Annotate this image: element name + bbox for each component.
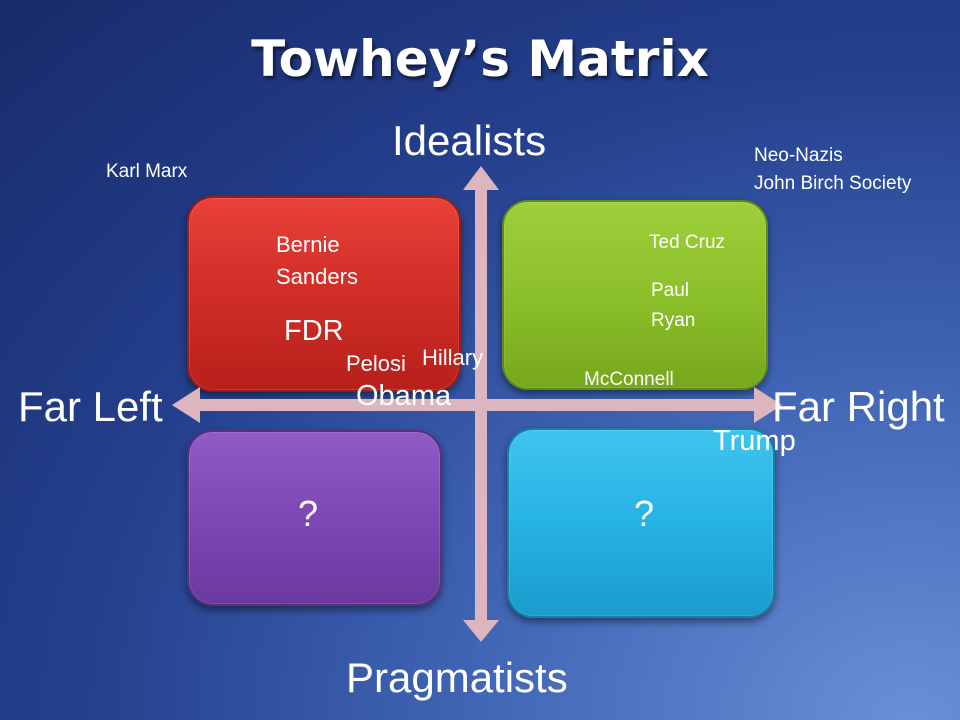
page-title: Towhey’s Matrix (251, 30, 709, 88)
label-bernie: Bernie (276, 232, 340, 257)
right-arrowhead (754, 387, 782, 423)
label-fdr: FDR (284, 315, 344, 347)
vertical-axis (475, 186, 487, 624)
label-mcconnell: McConnell (584, 369, 674, 390)
quadrant-top-left (187, 196, 461, 392)
axis-label-left: Far Left (18, 383, 163, 430)
label-hillary: Hillary (422, 345, 484, 370)
top-arrowhead (463, 166, 499, 190)
axis-label-right: Far Right (772, 383, 945, 430)
label-neo-nazis: Neo-Nazis (754, 145, 843, 166)
label-pelosi: Pelosi (346, 351, 406, 376)
quadrant-bottom-right (507, 428, 775, 618)
axis-label-bottom: Pragmatists (346, 654, 568, 701)
label-john-birch-society: John Birch Society (754, 173, 912, 194)
question-mark-bottom-left: ? (297, 493, 319, 534)
label-sanders: Sanders (276, 264, 358, 289)
label-karl-marx: Karl Marx (106, 161, 188, 182)
label-paul: Paul (651, 280, 690, 301)
label-obama: Obama (356, 380, 452, 412)
left-arrowhead (172, 387, 200, 423)
quadrant-bottom-left (187, 430, 442, 606)
label-ryan: Ryan (651, 310, 696, 331)
axis-label-top: Idealists (392, 117, 547, 164)
question-mark-bottom-right: ? (633, 493, 655, 534)
quadrant-top-right (502, 200, 768, 390)
bottom-arrowhead (463, 620, 499, 642)
label-ted-cruz: Ted Cruz (649, 232, 726, 253)
label-trump: Trump (713, 425, 796, 457)
